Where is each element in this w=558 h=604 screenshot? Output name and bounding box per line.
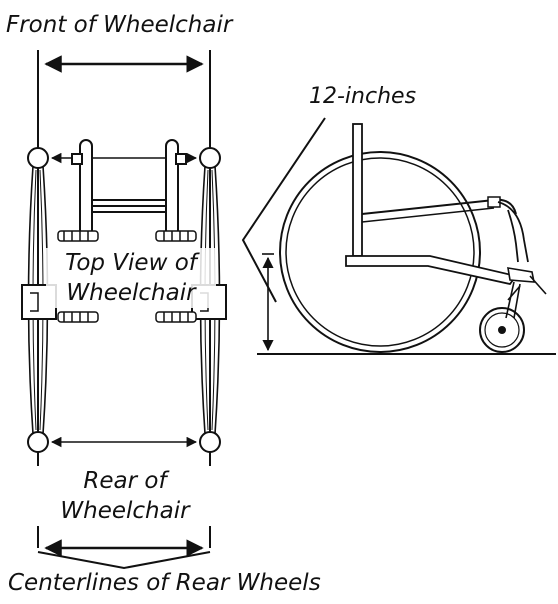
front-label: Front of Wheelchair	[6, 12, 233, 38]
rear-clamps	[57, 311, 197, 323]
rear-label: Rear of Wheelchair	[36, 466, 214, 526]
top-view-label: Top View of Wheelchair	[46, 248, 216, 308]
front-frame	[497, 201, 529, 263]
top-view-line-1: Top View of	[65, 250, 197, 276]
top-view-line-2: Wheelchair	[66, 280, 196, 306]
side-view-drawing	[241, 117, 556, 355]
rear-left-caster	[27, 431, 49, 453]
lower-frame	[345, 255, 518, 286]
front-left-caster	[27, 147, 49, 169]
rear-wheel-outer	[279, 151, 481, 353]
rear-wheel-inner	[285, 157, 475, 347]
front-right-caster	[199, 147, 221, 169]
rear-right-caster	[199, 431, 221, 453]
front-clamps	[57, 230, 197, 242]
measurement-label: 12-inches	[309, 84, 417, 109]
rear-line-2: Wheelchair	[60, 498, 190, 524]
push-handle-post	[352, 123, 363, 257]
front-caster-wheel	[479, 307, 525, 353]
centerlines-bracket	[37, 551, 211, 570]
rear-line-1: Rear of	[83, 468, 167, 494]
centerlines-label: Centerlines of Rear Wheels	[8, 570, 321, 596]
leader-line	[241, 117, 326, 303]
